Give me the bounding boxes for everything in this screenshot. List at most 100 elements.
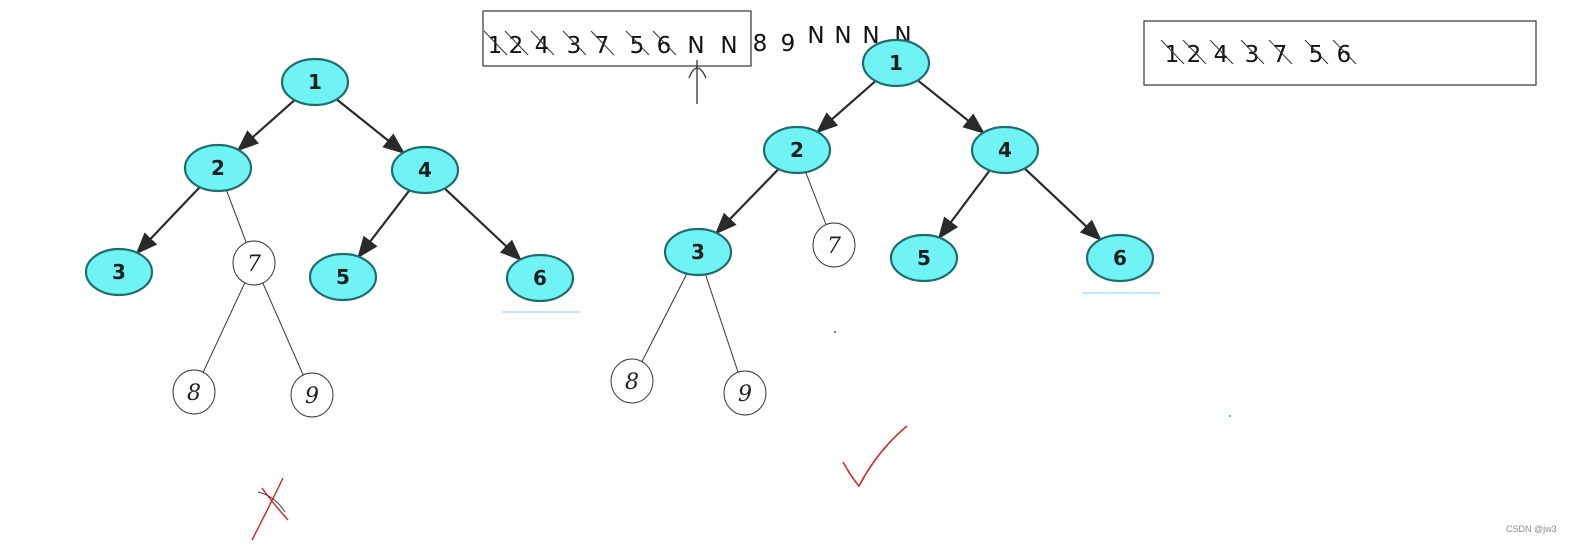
- sequence-token: N: [720, 33, 737, 59]
- node-label: 6: [1113, 246, 1127, 270]
- edge-2-3: [135, 186, 201, 255]
- node-circle: [970, 125, 1040, 175]
- sequence-token-text: 6: [1337, 42, 1352, 68]
- sequence-token-text: N: [687, 33, 704, 59]
- node-label: 4: [998, 138, 1012, 162]
- node-circle: [183, 143, 253, 193]
- strike-mark: [483, 30, 508, 56]
- sequence-token: 6: [1332, 39, 1357, 68]
- node-circle: [172, 369, 216, 415]
- node-8: 8: [172, 369, 216, 415]
- sequence-token: 7: [1268, 39, 1293, 68]
- sequence-token-text: 4: [535, 33, 550, 59]
- node-circle: [762, 125, 832, 175]
- node-9: 9: [290, 372, 334, 418]
- sequence-token: 5: [1304, 39, 1329, 68]
- node-4: 4: [390, 145, 460, 195]
- sequence-token: 2: [504, 30, 529, 59]
- node-6: 6: [1085, 233, 1155, 283]
- strike-mark: [1240, 39, 1265, 65]
- node-circle: [1085, 233, 1155, 283]
- node-circle: [390, 145, 460, 195]
- node-8: 8: [610, 358, 654, 404]
- sequence-token-text: 7: [1273, 42, 1288, 68]
- sequence-token: 8: [753, 31, 768, 57]
- edge-4-6: [443, 187, 522, 262]
- left-sequence-box: [482, 10, 752, 67]
- node-circle: [505, 253, 575, 303]
- node-circle: [663, 227, 733, 277]
- node-label: 2: [790, 138, 804, 162]
- strike-mark: [1332, 39, 1357, 65]
- sequence-token: 9: [781, 31, 796, 57]
- strike-mark: [1304, 39, 1329, 65]
- sequence-token-text: 5: [1309, 42, 1324, 68]
- node-2: 2: [762, 125, 832, 175]
- sequence-token: N: [807, 23, 824, 49]
- edge-2-3: [714, 168, 780, 235]
- pointer-arrow-icon: [688, 60, 707, 104]
- strike-mark: [1182, 39, 1207, 65]
- tree-right: 1 2 4 3 7 5 6 8 9: [610, 38, 1155, 416]
- edge-1-2: [815, 80, 877, 134]
- sequence-token-text: 1: [488, 33, 503, 59]
- node-circle: [280, 57, 350, 107]
- check-mark-icon: [842, 425, 908, 488]
- highlight-strokes: [502, 292, 1160, 313]
- strike-mark: [504, 30, 529, 56]
- node-1: 1: [280, 57, 350, 107]
- sequence-token-text: 9: [781, 31, 796, 57]
- node-circle: [889, 233, 959, 283]
- sequence-token: 4: [530, 30, 555, 59]
- sequence-token-text: 4: [1214, 42, 1229, 68]
- node-4: 4: [970, 125, 1040, 175]
- sequence-token: N: [687, 33, 704, 59]
- strike-mark: [590, 30, 615, 56]
- node-9: 9: [723, 370, 767, 416]
- right-sequence-box: [1143, 20, 1537, 86]
- node-6: 6: [505, 253, 575, 303]
- sequence-token-text: 5: [630, 33, 645, 59]
- sequence-token: 6: [652, 30, 677, 59]
- cross-mark-icon: [251, 477, 289, 541]
- node-label: 9: [305, 384, 319, 409]
- edge-4-5: [937, 169, 991, 240]
- sequence-token-text: 3: [1245, 42, 1260, 68]
- stray-dot: [1229, 415, 1231, 417]
- sequence-token-text: 6: [657, 33, 672, 59]
- strike-mark: [652, 30, 677, 56]
- node-label: 5: [917, 246, 931, 270]
- node-1: 1: [861, 38, 931, 88]
- edge-3-8: [641, 273, 688, 362]
- sequence-token-text: 7: [595, 33, 610, 59]
- node-circle: [610, 358, 654, 404]
- sequence-token: 2: [1182, 39, 1207, 68]
- node-7: 7: [812, 222, 856, 268]
- sequence-token: 7: [590, 30, 615, 59]
- node-2: 2: [183, 143, 253, 193]
- watermark: CSDN @jw3: [1506, 524, 1557, 534]
- sequence-token: 3: [1240, 39, 1265, 68]
- edge-4-5: [357, 189, 411, 259]
- stray-dot: [834, 331, 836, 333]
- sequence-token: N: [862, 23, 879, 49]
- node-circle: [84, 247, 154, 297]
- node-circle: [812, 222, 856, 268]
- sequence-token-text: 2: [1187, 42, 1202, 68]
- edge-3-9: [704, 274, 739, 373]
- node-label: 9: [738, 382, 752, 407]
- sequence-token: N: [834, 23, 851, 49]
- node-label: 8: [625, 370, 639, 395]
- sequence-token-text: N: [834, 23, 851, 49]
- node-7: 7: [232, 240, 276, 286]
- node-3: 3: [663, 227, 733, 277]
- node-circle: [861, 38, 931, 88]
- edge-1-2: [236, 99, 296, 152]
